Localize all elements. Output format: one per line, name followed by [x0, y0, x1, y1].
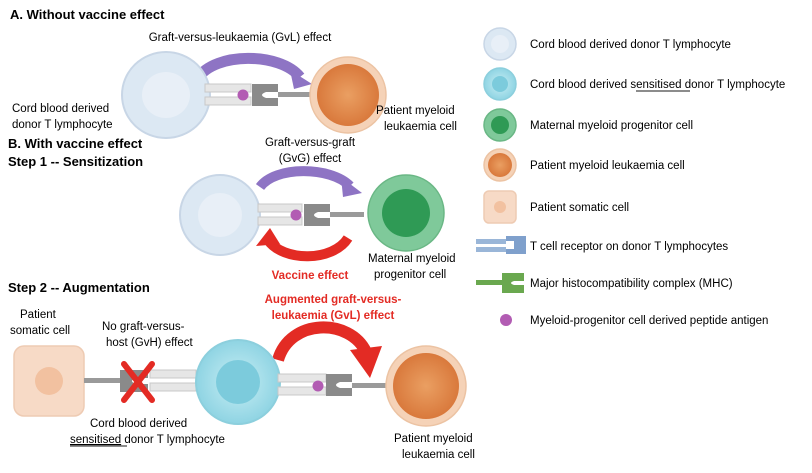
- leukaemia-nucleus: [317, 64, 379, 126]
- leukaemia-label-l2: leukaemia cell: [384, 121, 457, 133]
- step2-title: Step 2 -- Augmentation: [8, 280, 150, 295]
- augmented-red-arrow: [272, 321, 372, 363]
- gvg-label-l1: Graft-versus-graft: [265, 137, 356, 149]
- sensitised-label-l1: Cord blood derived: [90, 418, 187, 430]
- donor-label-l1: Cord blood derived: [12, 103, 109, 115]
- augmented-arrow-head: [350, 346, 382, 378]
- augmented-label-l1: Augmented graft-versus-: [265, 294, 402, 306]
- step1-diagram: Graft-versus-graft (GvG) effect Vaccine …: [179, 137, 456, 282]
- legend-leukaemia-text: Patient myeloid leukaemia cell: [530, 160, 685, 172]
- section-b-title: B. With vaccine effect: [8, 136, 143, 151]
- legend-somatic-text: Patient somatic cell: [530, 202, 629, 214]
- legend-tcr-text: T cell receptor on donor T lymphocytes: [530, 241, 728, 253]
- somatic-label-l2: somatic cell: [10, 325, 70, 337]
- augmented-label-l2: leukaemia (GvL) effect: [272, 310, 395, 322]
- step2-diagram: Augmented graft-versus- leukaemia (GvL) …: [10, 294, 475, 461]
- somatic-label-l1: Patient: [20, 309, 57, 321]
- tcr-mhc-complex: [204, 83, 312, 106]
- donor-label-l2: donor T lymphocyte: [12, 119, 113, 131]
- section-a: Graft-versus-leukaemia (GvL) effect Cord…: [12, 32, 457, 139]
- peptide-antigen: [290, 209, 302, 221]
- maternal-label-l2: progenitor cell: [374, 269, 446, 281]
- peptide-antigen: [312, 380, 324, 392]
- gvg-purple-arrow: [255, 166, 354, 191]
- vaccine-red-arrow: [263, 234, 353, 262]
- peptide-antigen: [237, 89, 249, 101]
- legend-tcr-swatch: [476, 236, 526, 254]
- legend: Cord blood derived donor T lymphocyte Co…: [476, 27, 785, 327]
- sensitised-underlined: sensitised: [70, 434, 121, 446]
- maternal-nucleus: [382, 189, 430, 237]
- section-a-title: A. Without vaccine effect: [10, 7, 165, 22]
- donor-t-nucleus: [142, 72, 190, 118]
- somatic-nucleus: [35, 367, 63, 395]
- tcr-mhc-complex-step2: [277, 373, 386, 396]
- legend-mhc-text: Major histocompatibility complex (MHC): [530, 278, 733, 290]
- no-gvh-cross-icon: [121, 361, 155, 403]
- legend-peptide-text: Myeloid-progenitor cell derived peptide …: [530, 315, 768, 327]
- step1-title: Step 1 -- Sensitization: [8, 154, 143, 169]
- gvl-arrow-head: [290, 70, 312, 89]
- gvl-purple-arrow: [193, 52, 305, 82]
- legend-donor-t-text: Cord blood derived donor T lymphocyte: [530, 39, 731, 51]
- legend-maternal-text: Maternal myeloid progenitor cell: [530, 120, 693, 132]
- vaccine-arrow-head: [256, 228, 280, 246]
- gvg-label-l2: (GvG) effect: [279, 153, 342, 165]
- leukaemia-label-l1: Patient myeloid: [376, 105, 455, 117]
- leukaemia2-label-l2: leukaemia cell: [402, 449, 475, 461]
- leukaemia2-label-l1: Patient myeloid: [394, 433, 473, 445]
- maternal-label-l1: Maternal myeloid: [368, 253, 456, 265]
- legend-mhc-swatch: [476, 273, 524, 293]
- legend-peptide-swatch: [500, 314, 512, 326]
- vaccine-label: Vaccine effect: [272, 270, 349, 282]
- legend-sensitised-text: Cord blood derived sensitised donor T ly…: [530, 79, 785, 91]
- gvh-label-l1: No graft-versus-: [102, 321, 185, 333]
- tcr-mhc-complex-step1: [257, 203, 364, 226]
- gvg-arrow-head: [341, 177, 362, 197]
- gvh-label-l2: host (GvH) effect: [106, 337, 194, 349]
- sensitised-label-l2: sensitised donor T lymphocyte: [70, 434, 225, 446]
- gvl-label: Graft-versus-leukaemia (GvL) effect: [149, 32, 332, 44]
